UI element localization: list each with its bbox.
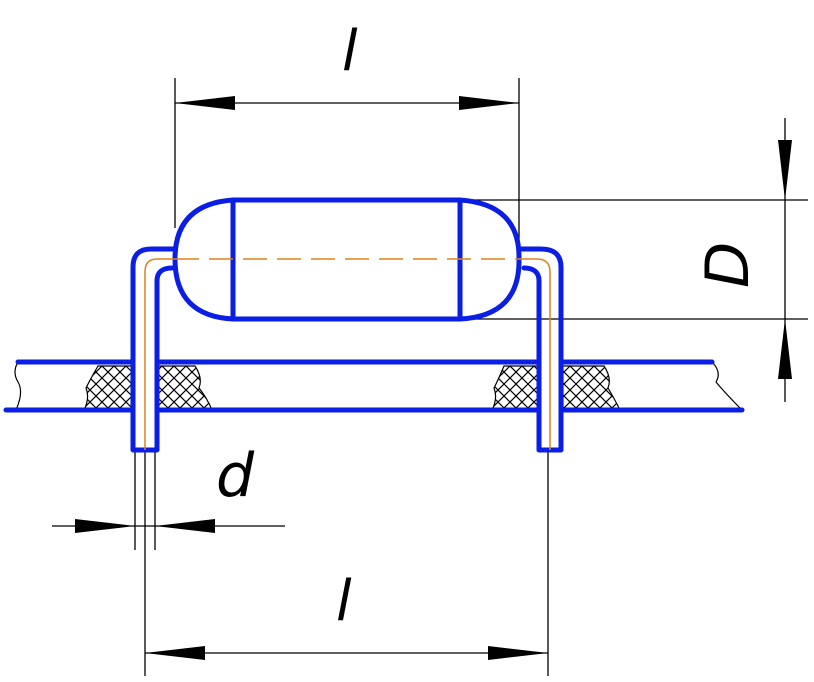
left-lead-axis: [144, 258, 175, 450]
label-lead-diameter: d: [216, 441, 255, 511]
break-line-right: [711, 361, 743, 411]
label-body-length: l: [342, 19, 358, 84]
hatch-right-inner: [562, 365, 621, 411]
left-lead-outline: [130, 246, 178, 453]
right-lead-outline: [516, 246, 564, 453]
arrow-lead-d-left: [75, 519, 135, 533]
arrow-d-top: [778, 140, 792, 200]
label-body-diameter: D: [693, 242, 763, 288]
board-break-lines: [14, 361, 743, 411]
hatch-left-outer: [83, 365, 134, 411]
hatch-left-inner: [156, 365, 213, 411]
arrow-lead-d-right: [155, 519, 215, 533]
right-lead-axis: [519, 258, 551, 450]
lead-axis-lines: [144, 258, 551, 450]
arrow-bottom-l-left: [145, 646, 205, 660]
arrow-top-l-right: [459, 96, 519, 110]
arrow-bottom-l-right: [488, 646, 548, 660]
hatch-right-outer: [491, 365, 540, 411]
arrow-top-l-left: [175, 96, 235, 110]
arrow-d-bottom: [778, 319, 792, 379]
arrowheads: [75, 96, 792, 660]
break-line-left: [14, 361, 22, 411]
blue-outlines: [3, 197, 745, 453]
label-lead-span: l: [336, 569, 352, 634]
